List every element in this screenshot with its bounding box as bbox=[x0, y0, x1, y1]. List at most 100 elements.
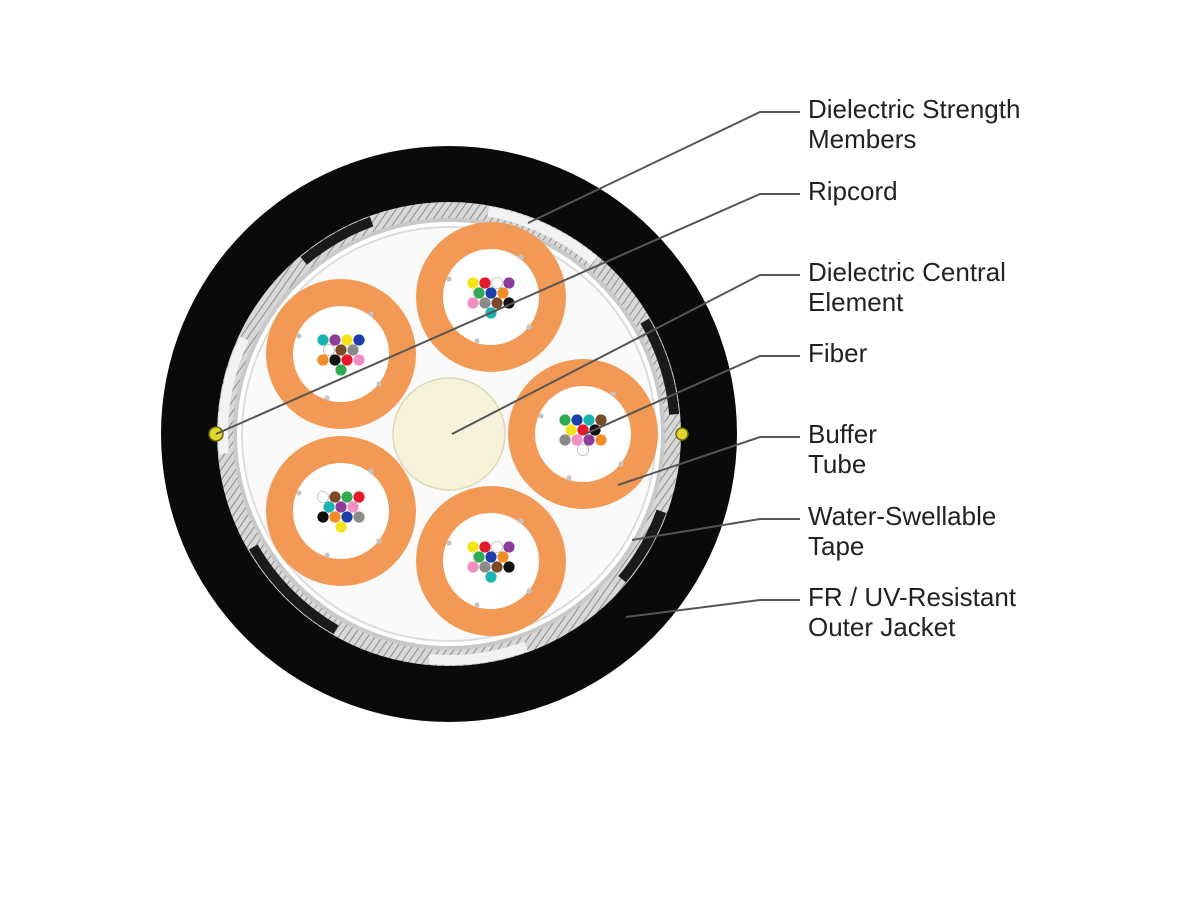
fiber bbox=[335, 521, 347, 533]
fiber bbox=[485, 287, 497, 299]
label-dielectric-strength-members-line: Members bbox=[808, 124, 916, 154]
filler-dot bbox=[324, 552, 330, 558]
fiber bbox=[467, 561, 479, 573]
strength-member-gap bbox=[300, 216, 374, 265]
filler-dot bbox=[518, 518, 524, 524]
strength-member-gap bbox=[640, 318, 680, 415]
filler-dot bbox=[566, 475, 572, 481]
fiber bbox=[571, 414, 583, 426]
filler-dot bbox=[376, 538, 382, 544]
filler-dot bbox=[474, 602, 480, 608]
fiber bbox=[329, 354, 341, 366]
strength-member-gap bbox=[248, 544, 339, 635]
filler-dot bbox=[474, 338, 480, 344]
fiber bbox=[341, 491, 353, 503]
fiber bbox=[341, 354, 353, 366]
filler-dot bbox=[610, 391, 616, 397]
fiber bbox=[595, 414, 607, 426]
fiber bbox=[467, 297, 479, 309]
fiber bbox=[353, 491, 365, 503]
fiber bbox=[559, 414, 571, 426]
strength-member-gap bbox=[487, 206, 598, 265]
label-dielectric-strength-members-line: Dielectric Strength bbox=[808, 94, 1020, 124]
fiber bbox=[577, 443, 590, 456]
fiber bbox=[329, 511, 341, 523]
fiber bbox=[583, 414, 595, 426]
label-fiber: Fiber bbox=[808, 338, 868, 368]
fiber bbox=[479, 277, 491, 289]
fiber bbox=[571, 434, 583, 446]
filler-dot bbox=[526, 324, 532, 330]
leader-line bbox=[584, 355, 800, 435]
filler-dot bbox=[296, 490, 302, 496]
fiber bbox=[473, 287, 485, 299]
filler-dot bbox=[618, 461, 624, 467]
fiber bbox=[473, 551, 485, 563]
fiber bbox=[335, 364, 347, 376]
label-water-swellable-tape-line: Water-Swellable bbox=[808, 501, 996, 531]
filler-dot bbox=[446, 540, 452, 546]
label-water-swellable-tape-line: Tape bbox=[808, 531, 864, 561]
fiber bbox=[479, 297, 491, 309]
fiber bbox=[317, 354, 329, 366]
filler-dot bbox=[296, 333, 302, 339]
label-ripcord-line: Ripcord bbox=[808, 176, 898, 206]
leader-line bbox=[451, 274, 800, 435]
fiber bbox=[341, 511, 353, 523]
cable-cross-section bbox=[161, 146, 737, 722]
fiber bbox=[347, 344, 359, 356]
fiber bbox=[490, 276, 503, 289]
filler-dot bbox=[368, 311, 374, 317]
fiber bbox=[317, 511, 329, 523]
fiber bbox=[497, 287, 509, 299]
fiber bbox=[559, 434, 571, 446]
label-buffer-tube-line: Buffer bbox=[808, 419, 877, 449]
fiber bbox=[503, 541, 515, 553]
ripcord-right bbox=[675, 427, 689, 441]
fiber bbox=[583, 434, 595, 446]
fiber bbox=[503, 277, 515, 289]
label-ripcord: Ripcord bbox=[808, 176, 898, 206]
label-dielectric-central-element-line: Element bbox=[808, 287, 904, 317]
strength-member-gap bbox=[218, 336, 249, 455]
filler-dot bbox=[376, 381, 382, 387]
fiber bbox=[595, 434, 607, 446]
leader-line bbox=[617, 436, 800, 486]
leader-line bbox=[625, 599, 800, 618]
fiber bbox=[491, 561, 503, 573]
fiber bbox=[323, 501, 335, 513]
fiber bbox=[479, 561, 491, 573]
filler-dot bbox=[526, 588, 532, 594]
fiber bbox=[353, 511, 365, 523]
fiber bbox=[467, 277, 479, 289]
fiber bbox=[347, 501, 359, 513]
fiber bbox=[335, 344, 347, 356]
fiber bbox=[491, 297, 503, 309]
leader-lines bbox=[215, 111, 800, 618]
filler-dot bbox=[538, 413, 544, 419]
fiber bbox=[353, 334, 365, 346]
strength-member-gap bbox=[428, 641, 529, 665]
fiber bbox=[335, 501, 347, 513]
label-dielectric-central-element-line: Dielectric Central bbox=[808, 257, 1006, 287]
fiber bbox=[503, 561, 515, 573]
filler-dot bbox=[368, 468, 374, 474]
label-outer-jacket-line: Outer Jacket bbox=[808, 612, 956, 642]
strength-member-gap bbox=[618, 509, 667, 583]
leader-line bbox=[527, 111, 800, 224]
fiber bbox=[353, 354, 365, 366]
fiber bbox=[322, 343, 335, 356]
label-fiber-line: Fiber bbox=[808, 338, 868, 368]
label-buffer-tube-line: Tube bbox=[808, 449, 866, 479]
fiber bbox=[341, 334, 353, 346]
leader-line bbox=[215, 193, 800, 435]
fiber bbox=[490, 541, 503, 554]
filler-dot bbox=[518, 254, 524, 260]
